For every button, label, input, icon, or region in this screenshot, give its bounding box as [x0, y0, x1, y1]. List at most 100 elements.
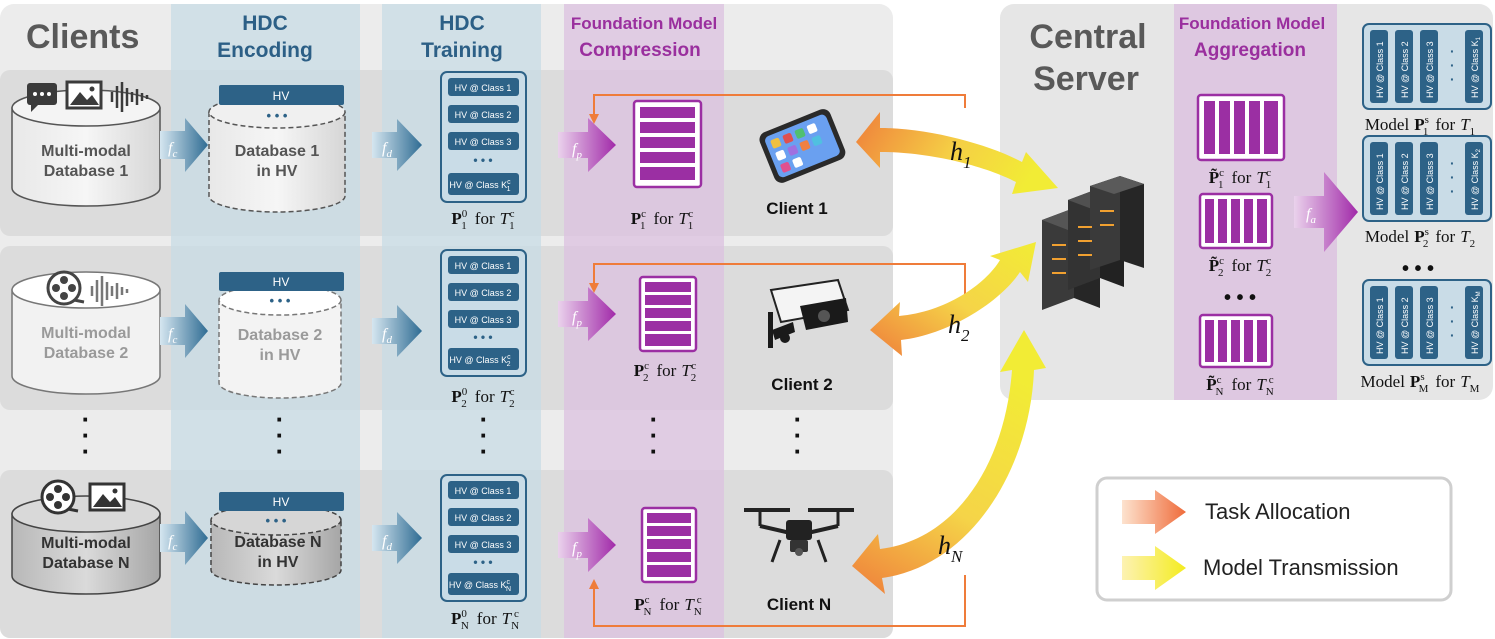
svg-text:·: · — [1450, 169, 1455, 185]
s2-class-k: HV @ Class K2 — [1470, 148, 1482, 210]
film-reel-icon-n — [40, 479, 79, 515]
hn-label: hN — [938, 531, 964, 566]
hv-ellipsis-n: • • • — [266, 513, 287, 528]
class-ellipsis-n: • • • — [473, 555, 492, 569]
class-3-label-n: HV @ Class 3 — [455, 540, 512, 550]
fp-arrow-1: fp — [558, 118, 616, 172]
aggregated-model-1 — [1196, 93, 1286, 162]
compressed-model-n — [640, 506, 698, 584]
class-2-label: HV @ Class 2 — [455, 110, 512, 120]
svg-text:fc: fc — [168, 533, 177, 553]
svg-text:·: · — [1450, 313, 1455, 329]
svg-text:·: · — [480, 420, 489, 450]
hv-bar-2-label: HV — [273, 275, 290, 289]
task-allocation-arrowhead-1 — [589, 114, 599, 124]
fd-arrow-2: fd — [372, 305, 422, 357]
svg-text:HV @ Class KcN: HV @ Class KcN — [449, 579, 511, 593]
film-reel-icon — [46, 270, 85, 306]
aggregated-model-2 — [1198, 192, 1274, 250]
task-allocation-line-n — [593, 575, 966, 627]
svg-text:·: · — [794, 436, 803, 466]
compressed-model-2 — [638, 275, 698, 353]
svg-text:HV @ Class Kc2: HV @ Class Kc2 — [449, 354, 511, 368]
svg-text:·: · — [1450, 299, 1455, 315]
compressed-model-1 — [632, 99, 703, 189]
hv-database-1-label-2: in HV — [257, 163, 298, 180]
client-2-label: Client 2 — [771, 375, 832, 394]
client-1-label: Client 1 — [766, 199, 827, 218]
fd-arrow-n: fd — [372, 512, 422, 564]
hdc-training-header-1: HDC — [439, 12, 485, 35]
svg-text:fc: fc — [168, 140, 177, 160]
s1-class-2: HV @ Class 2 — [1400, 41, 1410, 98]
hv-bar-n-label: HV — [273, 495, 290, 509]
svg-text:·: · — [794, 404, 803, 434]
fd-arrow-1: fd — [372, 119, 422, 171]
svg-text:·: · — [1450, 57, 1455, 73]
class-1-label: HV @ Class 1 — [455, 83, 512, 93]
svg-text:·: · — [276, 436, 285, 466]
hv-ellipsis-2: • • • — [270, 293, 291, 308]
fm-aggregation-header-1: Foundation Model — [1179, 14, 1325, 33]
task-allocation-label: Task Allocation — [1205, 499, 1351, 524]
image-icon-n — [88, 482, 126, 512]
server-model-2: HV @ Class 1 HV @ Class 2 HV @ Class 3 ·… — [1362, 135, 1492, 222]
aggregated-model-n — [1198, 313, 1274, 369]
hdc-class-stack-1: HV @ Class 1 HV @ Class 2 HV @ Class 3 •… — [440, 71, 527, 203]
hv-database-2: HV • • • Database 2 in HV — [218, 272, 344, 399]
svg-text:·: · — [1450, 71, 1455, 87]
server-model-ellipsis: • • • — [1402, 258, 1434, 280]
central-header: Central — [1029, 18, 1146, 56]
sm-class-1: HV @ Class 1 — [1375, 297, 1385, 354]
database-n-cylinder: Multi-modal Database N — [11, 495, 161, 595]
svg-text:fd: fd — [382, 140, 392, 160]
fa-arrow: fa — [1294, 172, 1358, 252]
server-header: Server — [1033, 60, 1139, 98]
client-n-label: Client N — [767, 595, 831, 614]
hv-database-n-label-2: in HV — [258, 554, 299, 571]
hv-bar-1 — [219, 85, 344, 105]
class-3-label: HV @ Class 3 — [455, 137, 512, 147]
image-icon — [65, 80, 103, 110]
database-2-label-2: Database 2 — [44, 345, 129, 362]
svg-text:·: · — [1450, 155, 1455, 171]
row-ellipsis: ··· ··· ··· ··· ··· — [82, 404, 803, 466]
svg-text:·: · — [650, 420, 659, 450]
svg-text:·: · — [650, 436, 659, 466]
fm-compression-header-1: Foundation Model — [571, 14, 717, 33]
fp-arrow-2: fp — [558, 287, 616, 341]
svg-text:fa: fa — [1306, 206, 1316, 226]
chat-icon — [27, 83, 57, 112]
svg-text:·: · — [82, 404, 91, 434]
svg-text:fd: fd — [382, 533, 392, 553]
link-arrow-1 — [856, 112, 1058, 194]
row-2: Multi-modal Database 2 fc HV • • • Datab… — [11, 249, 966, 410]
svg-text:·: · — [480, 404, 489, 434]
fp-arrow-n: fp — [558, 518, 616, 572]
svg-text:fp: fp — [572, 141, 582, 161]
s1-class-k: HV @ Class K1 — [1470, 36, 1482, 98]
fc-arrow-2: fc — [160, 304, 208, 358]
svg-text:·: · — [1450, 327, 1455, 343]
s1-class-1: HV @ Class 1 — [1375, 41, 1385, 98]
hv-bar-1-label: HV — [273, 89, 290, 103]
class-3-label-2: HV @ Class 3 — [455, 315, 512, 325]
hv-database-n: HV • • • Database N in HV — [210, 492, 344, 586]
hdc-training-header-2: Training — [421, 39, 503, 62]
database-n-label-2: Database N — [42, 555, 129, 572]
task-allocation-arrowhead-n — [589, 579, 599, 589]
database-1-label-2: Database 1 — [44, 163, 129, 180]
server-model-m: HV @ Class 1 HV @ Class 2 HV @ Class 3 ·… — [1362, 279, 1492, 366]
svg-text:fp: fp — [572, 309, 582, 329]
h2-label: h2 — [948, 310, 970, 345]
hv-ellipsis-1: • • • — [267, 108, 288, 123]
svg-text:·: · — [794, 420, 803, 450]
drone-icon — [744, 508, 854, 563]
